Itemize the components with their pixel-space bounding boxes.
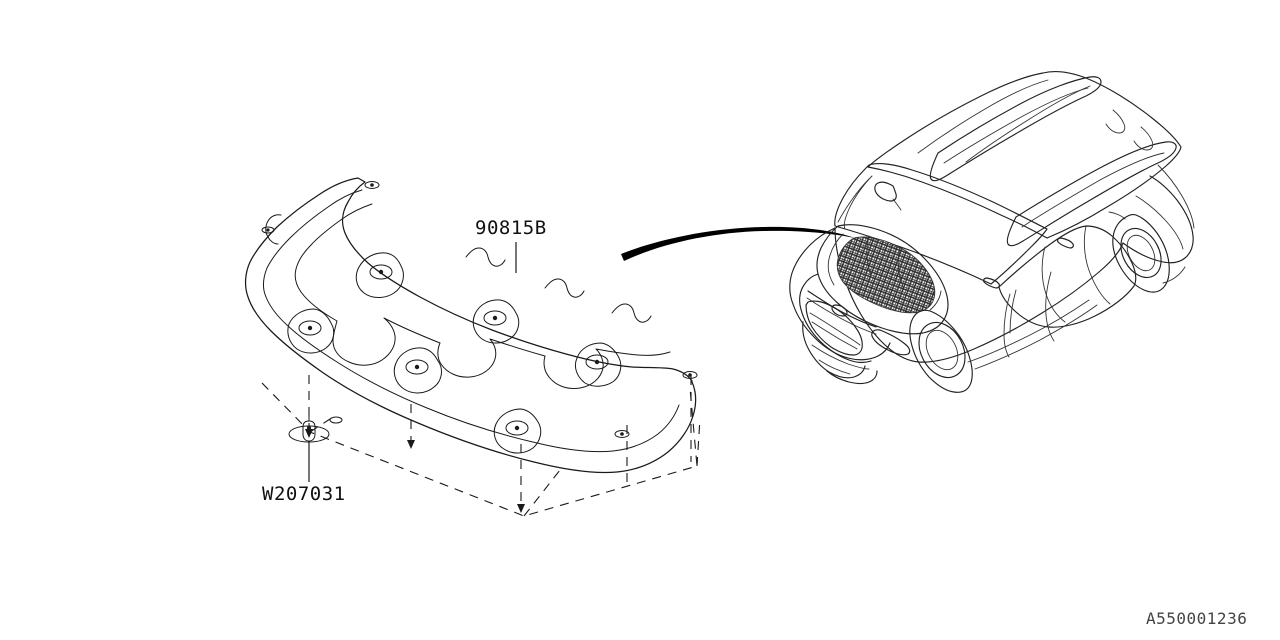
vehicle-illustration	[789, 71, 1195, 393]
clip-center-hole	[307, 426, 311, 430]
vehicle-side-mirror	[874, 181, 897, 202]
vehicle-door-handle-rear	[983, 277, 1000, 289]
insulator-outer-rim	[244, 177, 697, 474]
mounting-boss	[393, 347, 442, 394]
vehicle-headlight	[871, 329, 911, 356]
vehicle-windshield	[834, 163, 1048, 285]
projection-arrowheads	[305, 429, 525, 513]
clip-body	[302, 420, 316, 442]
vehicle-rear-quarter	[1122, 175, 1194, 264]
vehicle-side-glass	[998, 225, 1137, 328]
insulator-rim-clip-marks	[261, 181, 698, 438]
vehicle-front-fender	[789, 227, 891, 361]
vehicle-hood-outline	[816, 224, 949, 335]
vehicle-lower-bumper	[802, 321, 866, 379]
vehicle-door-handle-front	[1057, 237, 1074, 249]
vehicle-front-wheel-arch	[909, 309, 973, 393]
vehicle-skid-plate	[826, 370, 878, 385]
vehicle-roof	[867, 71, 1182, 239]
mounting-boss	[355, 252, 404, 298]
insulator-inner-rim	[263, 189, 680, 453]
mounting-boss	[574, 342, 622, 387]
leader-lines	[308, 242, 517, 482]
hood-highlight-region	[837, 237, 935, 313]
vehicle-emblem	[831, 304, 848, 317]
part-label-90815B: 90815B	[475, 217, 547, 239]
part-label-W207031: W207031	[262, 483, 346, 505]
vehicle-door-seam-front	[1003, 293, 1011, 358]
insulator-rim-notch-1	[465, 247, 506, 267]
insulator-mounting-bosses	[287, 252, 622, 454]
vehicle-front-wheel	[918, 321, 966, 379]
insulator-rim-bulge-left	[265, 214, 282, 245]
vehicle-body-side	[834, 227, 1124, 363]
vehicle-roof-rail-right	[1006, 141, 1177, 247]
vehicle-front-fascia	[799, 273, 872, 363]
mounting-boss	[287, 308, 335, 354]
vehicle-rear-wheel	[1120, 227, 1162, 279]
drawing-reference-code: A550001236	[1146, 609, 1247, 628]
vehicle-rocker-panel	[967, 299, 1090, 363]
mounting-boss	[493, 408, 542, 454]
insulator-rim-notch-3	[611, 303, 652, 323]
vehicle-door-seam-rear	[1045, 271, 1055, 342]
installation-pointer-arrow	[621, 226, 855, 261]
mounting-boss	[472, 299, 520, 344]
vehicle-rear-wheel-arch	[1112, 214, 1170, 293]
vehicle-grille-upper	[807, 290, 877, 328]
vehicle-grille	[805, 300, 863, 356]
insulator-rim-notch-2	[544, 278, 585, 298]
hood-insulator-part	[244, 177, 701, 517]
vehicle-roof-rail-left	[929, 76, 1102, 182]
